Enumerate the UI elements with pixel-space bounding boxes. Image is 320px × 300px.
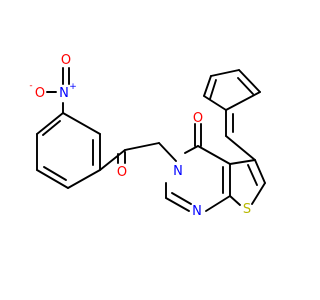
bond-carbonyl-ch2 bbox=[124, 142, 160, 151]
bond-aryl-carbonyl bbox=[99, 149, 126, 171]
bond-aryl-1 bbox=[62, 112, 101, 135]
bonds bbox=[36, 67, 266, 212]
ketone-oxygen-label: O bbox=[117, 165, 127, 180]
bond-c4a-c5 bbox=[229, 159, 256, 165]
bond-s-c7a bbox=[229, 195, 241, 206]
bond-aryl-2-inner bbox=[42, 120, 61, 136]
bond-ph-2 bbox=[203, 95, 227, 111]
lactam-oxygen-label: O bbox=[193, 111, 203, 126]
nitro-oxygen-minus-label: O bbox=[35, 86, 45, 101]
molecule-structure-diagram: N + O - O O O N N S bbox=[29, 53, 266, 219]
nitro-nitrogen-charge: + bbox=[69, 82, 77, 92]
nitro-nitrogen-label: N bbox=[59, 86, 69, 101]
bond-c5-c6-inner bbox=[247, 164, 258, 186]
bond-ph-4 bbox=[210, 69, 240, 77]
bond-aryl-4 bbox=[36, 169, 69, 189]
bond-aryl-5 bbox=[67, 169, 101, 189]
bond-ph-3-inner bbox=[209, 79, 217, 100]
bond-aryl-2 bbox=[36, 112, 64, 135]
atom-labels: N + O - O O O N N S bbox=[29, 53, 251, 219]
bond-c5-c6 bbox=[254, 159, 266, 184]
bond-n3-c4 bbox=[184, 145, 199, 154]
bond-n1-c2-2 bbox=[171, 192, 192, 205]
bond-c5-phenyl bbox=[225, 135, 256, 161]
bond-c7a-n1 bbox=[205, 195, 231, 212]
bond-ch2-n3 bbox=[158, 142, 177, 162]
bond-ph-3 bbox=[203, 75, 212, 97]
bond-c6-s bbox=[251, 182, 266, 205]
nitro-oxygen-label: O bbox=[61, 53, 71, 68]
bond-ph-5 bbox=[238, 69, 261, 93]
nitro-oxygen-charge: - bbox=[29, 81, 32, 91]
ring-n3-label: N bbox=[173, 164, 183, 179]
bond-c4-c4a bbox=[197, 145, 231, 165]
bond-ph-5-inner bbox=[237, 77, 254, 95]
ring-sulfur-label: S bbox=[243, 202, 251, 217]
bond-aryl-4-inner bbox=[43, 166, 67, 181]
bond-ph-6 bbox=[225, 91, 261, 111]
ring-n1-label: N bbox=[192, 204, 202, 219]
bond-n1-c2-1 bbox=[165, 197, 190, 212]
